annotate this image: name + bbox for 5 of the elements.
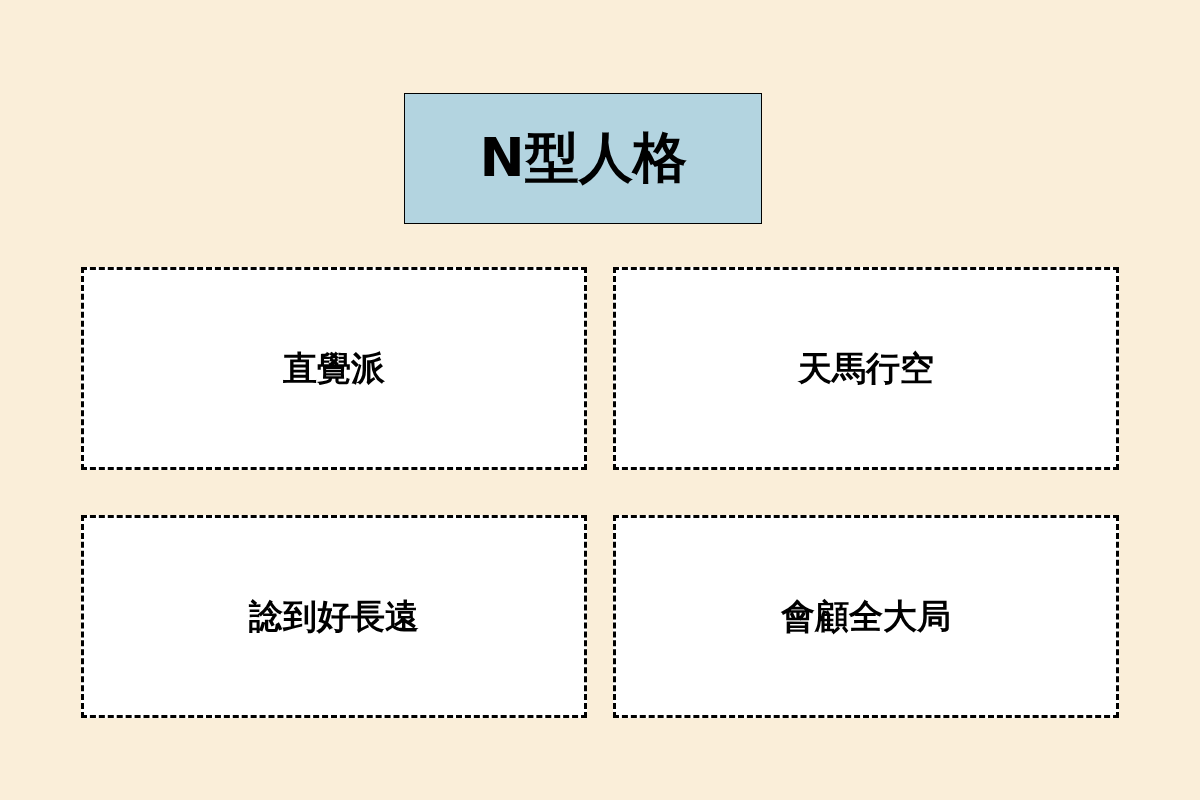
title-box: N型人格	[404, 93, 762, 224]
trait-box: 諗到好長遠	[81, 515, 587, 718]
trait-box: 會顧全大局	[613, 515, 1119, 718]
trait-box: 直覺派	[81, 267, 587, 470]
trait-box: 天馬行空	[613, 267, 1119, 470]
